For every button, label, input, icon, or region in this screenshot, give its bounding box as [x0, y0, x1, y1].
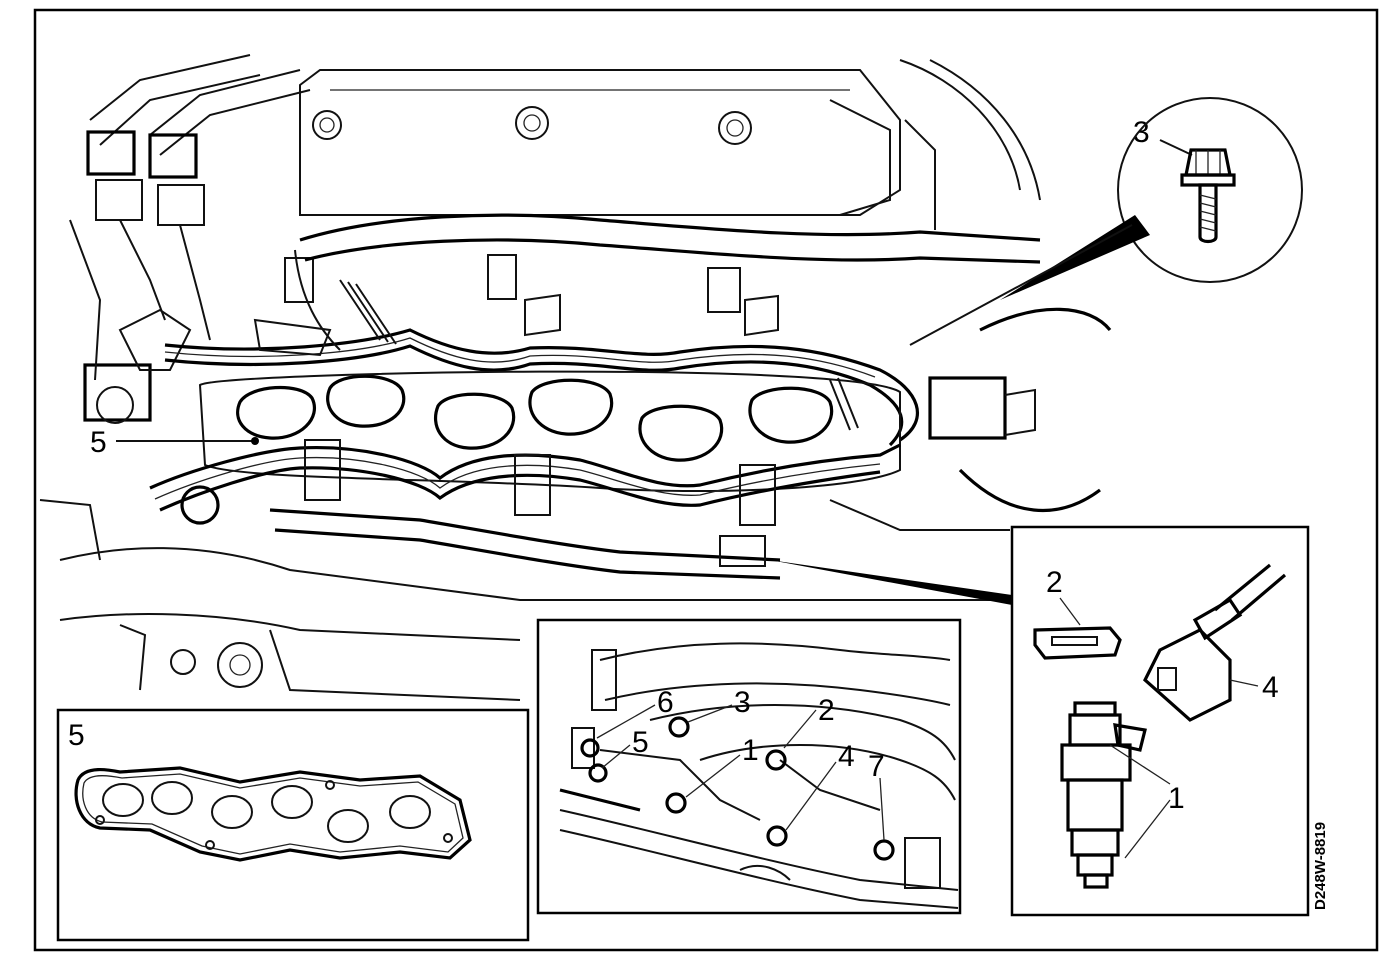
figure-code: D248W-8819	[1312, 822, 1329, 910]
sequence-label-1: 1	[742, 734, 759, 767]
engine-main-view	[39, 54, 1112, 701]
injector-inset: 2 4 1 D248W-8819	[770, 525, 1329, 917]
callout-bolt: 3	[1133, 116, 1150, 149]
callout-gasket-main: 5	[90, 426, 107, 459]
sequence-label-6: 6	[657, 686, 674, 719]
sequence-label-3: 3	[734, 686, 751, 719]
gasket-inset: 5	[56, 708, 530, 942]
sequence-label-4: 4	[838, 740, 855, 773]
sequence-label-2: 2	[818, 694, 835, 727]
intake-ports	[236, 374, 834, 462]
callout-connector: 4	[1262, 671, 1279, 704]
outer-frame	[33, 8, 1379, 952]
sequence-label-5: 5	[632, 726, 649, 759]
sequence-label-7: 7	[868, 750, 885, 783]
sequence-inset: 6 3 2 1 4 7 5	[536, 618, 962, 915]
callout-clip: 2	[1046, 566, 1063, 599]
callout-gasket-inset: 5	[68, 719, 85, 752]
bolt-detail-circle	[909, 97, 1303, 346]
callout-injector: 1	[1168, 782, 1185, 815]
